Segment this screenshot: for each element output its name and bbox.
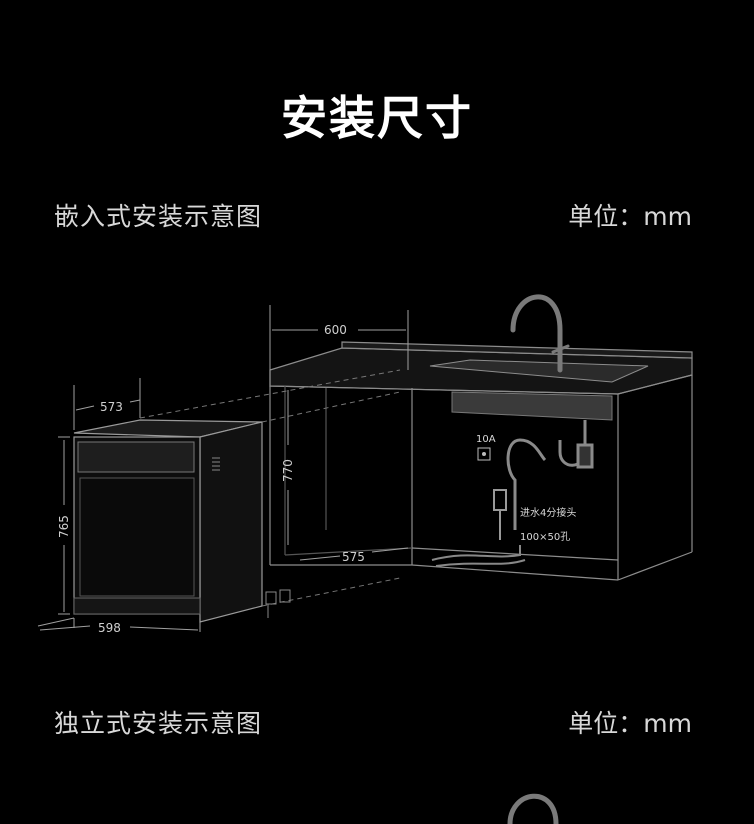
dishwasher: [73, 419, 263, 623]
water-inlet-icon: [493, 489, 507, 540]
socket-icon: [477, 447, 491, 461]
projection-lines: [139, 369, 401, 607]
hole-label: 100×50孔: [520, 531, 570, 543]
dim-dishwasher-depth: 573: [100, 400, 123, 414]
dim-cabinet-height: 770: [281, 459, 295, 482]
dim-cabinet-depth: 575: [342, 550, 365, 564]
embedded-section-title: 嵌入式安装示意图: [54, 202, 263, 231]
sink-basin: [429, 359, 649, 421]
faucet-icon: [510, 294, 570, 373]
freestanding-unit-label: 单位：mm: [568, 709, 692, 738]
water-inlet-label: 进水4分接头: [520, 506, 576, 519]
cabinet: [269, 341, 693, 581]
dim-dishwasher-height: 765: [57, 515, 71, 538]
drain-pipe: [506, 420, 594, 530]
dim-cabinet-width: 600: [324, 323, 347, 337]
leveling-feet: [265, 589, 291, 618]
page-title: 安装尺寸: [281, 91, 473, 145]
embedded-unit-label: 单位：mm: [568, 202, 692, 231]
dimension-lines: [37, 305, 409, 632]
faucet-icon-2: [507, 793, 559, 824]
drain-hose: [431, 545, 526, 567]
socket-label: 10A: [476, 434, 496, 445]
dim-dishwasher-width: 598: [98, 621, 121, 635]
freestanding-section-title: 独立式安装示意图: [54, 709, 263, 738]
